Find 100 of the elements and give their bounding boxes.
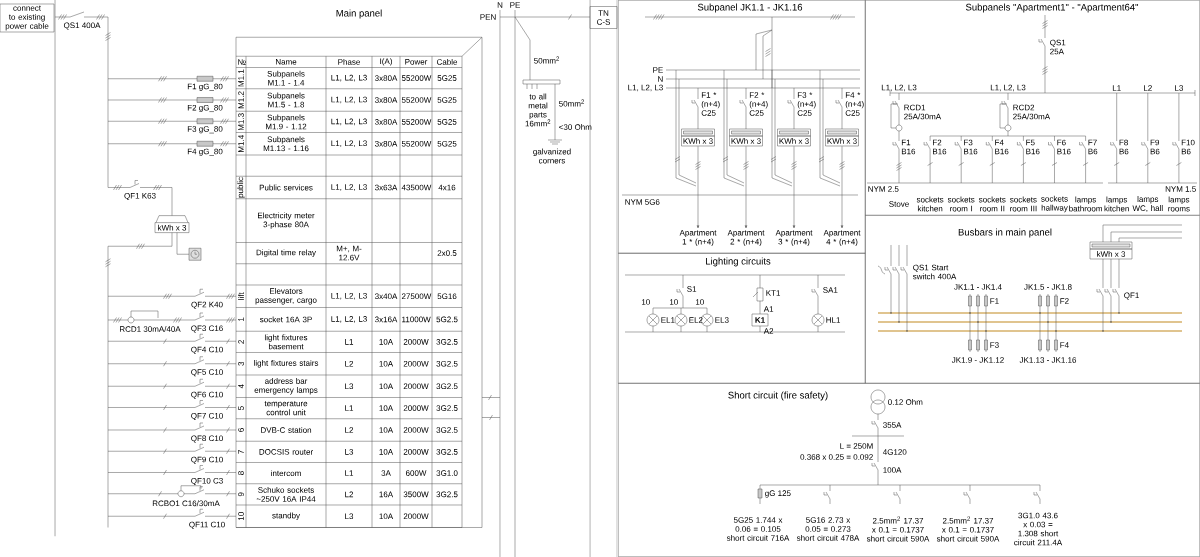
load-label: sockets kitchen bbox=[916, 196, 944, 212]
wire-label: PEN bbox=[480, 14, 496, 20]
breaker-label: F4 B16 bbox=[995, 139, 1009, 155]
terminal-number: 10 bbox=[695, 299, 704, 305]
table-cell: 3G2.5 bbox=[436, 360, 458, 367]
note: to all metal parts 16mm$^{2}$ bbox=[525, 93, 551, 127]
impedance-label: 0.12 Ohm bbox=[888, 399, 923, 405]
fuse-label: F1 gG_80 bbox=[187, 83, 223, 91]
table-cell: 10 bbox=[238, 512, 244, 521]
table-cell: 5G25 bbox=[437, 97, 457, 103]
table-cell: M1.1 bbox=[238, 69, 244, 87]
table-cell: 3G1.0 bbox=[436, 470, 458, 476]
breaker-label: RCD1 25A/30mA bbox=[904, 104, 942, 120]
breaker-label: QF5 C10 bbox=[191, 369, 223, 377]
breaker-label: QF9 C10 bbox=[191, 456, 223, 464]
cable-label: 4G120 bbox=[882, 449, 907, 455]
wire-label: L1 bbox=[1112, 85, 1121, 91]
table-cell: 5G25 bbox=[437, 75, 457, 81]
fuse-label: F4 bbox=[1060, 342, 1069, 348]
load-label: Apartment 3 * (n+4) bbox=[775, 229, 813, 247]
table-cell: Power bbox=[405, 59, 428, 65]
table-cell: 2000W bbox=[403, 449, 429, 455]
cable-label: 50mm$^{2}$ bbox=[534, 56, 560, 64]
table-cell: 10A bbox=[379, 513, 394, 520]
table-cell: 5 bbox=[238, 406, 244, 411]
arrow bbox=[792, 146, 796, 229]
resistance-label: <30 Ohm bbox=[559, 124, 592, 130]
table-cell: L1, L2, L3 bbox=[331, 118, 367, 126]
breaker-label: QF4 C10 bbox=[191, 346, 223, 354]
breaker-label: QF3 C16 bbox=[191, 325, 223, 333]
table-cell: standby bbox=[272, 512, 300, 520]
table-cell: 7 bbox=[238, 450, 244, 454]
breaker-label: QF10 C3 bbox=[191, 477, 223, 486]
table-cell: L1, L2, L3 bbox=[331, 74, 367, 82]
table-cell: 9 bbox=[238, 492, 244, 497]
table-cell: 3x16A bbox=[374, 316, 398, 323]
breaker-label: F3 B16 bbox=[964, 139, 978, 155]
table-cell: Cable bbox=[436, 58, 458, 65]
breaker-label: QF2 K40 bbox=[191, 301, 223, 309]
label-box: connect to existing power cable bbox=[0, 3, 55, 33]
fuse-label: JK1.5 - JK1.8 bbox=[1024, 284, 1072, 290]
table-cell: light fixtures basement bbox=[265, 334, 308, 350]
table-cell: L1 bbox=[345, 470, 354, 476]
lamp-label: EL1 bbox=[661, 317, 675, 323]
switch-label: QS1 400A bbox=[63, 22, 101, 30]
energy-meter: kWh x 3 bbox=[1089, 241, 1133, 260]
table-cell: 27500W bbox=[401, 293, 432, 300]
table-cell: 3G2.5 bbox=[436, 339, 458, 345]
breaker-label: QF11 C10 bbox=[189, 521, 225, 529]
energy-meter: KWh x 3 bbox=[681, 128, 715, 147]
table-cell: 10A bbox=[379, 449, 394, 455]
cable-label: NYM 2.5 bbox=[868, 186, 899, 192]
table-cell: DOCSIS router bbox=[259, 449, 313, 455]
load-label: sockets room I bbox=[947, 196, 975, 212]
breaker-label: QF6 C10 bbox=[191, 391, 223, 399]
fuse-label: JK1.1 - JK1.4 bbox=[954, 284, 1002, 290]
wire-label: L3 bbox=[1175, 85, 1183, 91]
load-label: lamps rooms bbox=[1168, 196, 1190, 212]
load-label: lamps bathroom bbox=[1069, 196, 1102, 212]
switch-label: QS1 Start switch 400A bbox=[912, 264, 957, 280]
breaker-label: RCD1 30mA/40A bbox=[120, 326, 181, 332]
table-cell: 6 bbox=[238, 428, 244, 432]
table-cell: L2 bbox=[345, 360, 354, 367]
table-cell: Schuko sockets ~250V 16A IP44 bbox=[256, 486, 316, 502]
fuse-label: F2 gG_80 bbox=[187, 104, 223, 113]
table-cell: 5G16 bbox=[437, 293, 457, 300]
table-cell: 4x16 bbox=[438, 184, 456, 191]
lamp-label: EL3 bbox=[715, 317, 729, 323]
table-cell: 2000W bbox=[403, 383, 429, 390]
relay-coil: K1 bbox=[751, 313, 769, 327]
table-cell: 2000W bbox=[403, 360, 429, 367]
terminal-number: 10 bbox=[669, 299, 678, 305]
load-label: lamps WC, hall bbox=[1132, 196, 1163, 212]
breaker-label: F2 B16 bbox=[933, 139, 947, 155]
table-cell: 3G2.5 bbox=[436, 427, 458, 433]
fuse-label: JK1.9 - JK1.12 bbox=[951, 357, 1004, 363]
table-cell: 3x63A bbox=[374, 184, 398, 191]
table-cell: L2 bbox=[345, 491, 354, 498]
energy-meter: KWh x 3 bbox=[729, 128, 763, 147]
table-cell: Phase bbox=[338, 58, 360, 65]
breaker-label: 100A bbox=[883, 467, 902, 473]
table-cell: 2x0.5 bbox=[437, 250, 457, 256]
table-cell: 3G2.5 bbox=[436, 405, 458, 411]
calculation-label: 3G1.0 43.6 x 0.03 = 1.308 short circuit 211.4A bbox=[1014, 512, 1063, 546]
table-cell: M1.4 bbox=[238, 135, 244, 152]
fuse-label: F4 gG_80 bbox=[187, 148, 223, 156]
energy-meter: KWh x 3 bbox=[777, 128, 811, 147]
breaker-label: RCD2 25A/30mA bbox=[1013, 104, 1051, 120]
terminal-number: 10 bbox=[641, 299, 650, 305]
table-cell: 3x80A bbox=[374, 75, 398, 81]
table-cell: L1, L2, L3 bbox=[331, 140, 367, 148]
breaker-label: QF1 K63 bbox=[124, 192, 156, 201]
table-cell: 2000W bbox=[403, 339, 429, 345]
table-cell: L1, L2, L3 bbox=[331, 316, 367, 323]
table-cell: Electricity meter 3-phase 80A bbox=[258, 212, 315, 229]
switch-label: SA1 bbox=[823, 287, 838, 293]
breaker-label: RCBO1 C16/30mA bbox=[152, 500, 220, 507]
breaker-label: F6 B16 bbox=[1057, 139, 1071, 155]
table-cell: 16A bbox=[379, 491, 394, 498]
table-cell: 3500W bbox=[403, 491, 429, 498]
